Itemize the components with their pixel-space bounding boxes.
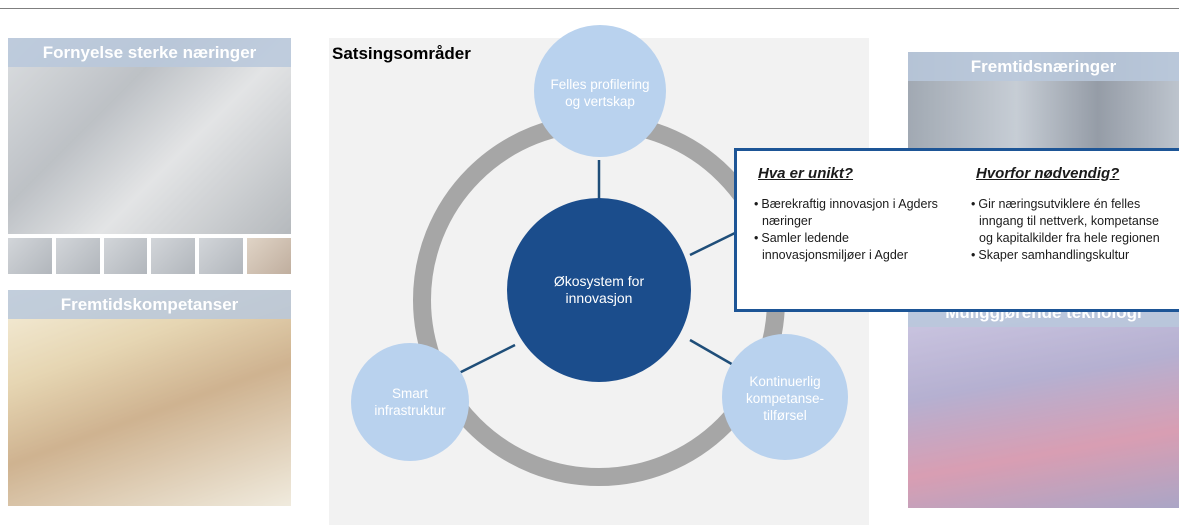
thumbnail-image	[199, 238, 244, 274]
unique-title: Hva er unikt?	[758, 165, 854, 182]
why-item: Gir næringsutviklere én felles inngang t…	[971, 196, 1176, 247]
connector-left	[454, 343, 516, 377]
image-overlay	[8, 38, 291, 234]
node-left	[351, 343, 469, 461]
image-panel-renewal: Fornyelse sterke næringer	[8, 38, 291, 234]
why-title: Hvorfor nødvendig?	[976, 165, 1120, 182]
panel-title-competence: Fremtidskompetanser	[8, 290, 291, 319]
node-top	[534, 25, 666, 157]
panel-title-future-industries: Fremtidsnæringer	[908, 52, 1179, 81]
node-right	[722, 334, 848, 460]
node-top-label: Felles profilering og vertskap	[550, 76, 650, 109]
callout-box: Hva er unikt? Bærekraftig innovasjon i A…	[734, 148, 1179, 312]
node-left-label: Smart infrastruktur	[374, 386, 446, 418]
node-center-label: Økosystem for innovasjon	[553, 273, 645, 306]
unique-item: Bærekraftig innovasjon i Agders næringer	[754, 196, 944, 230]
unique-list: Bærekraftig innovasjon i Agders næringer…	[754, 196, 944, 264]
why-list: Gir næringsutviklere én felles inngang t…	[971, 196, 1176, 264]
thumbnail-strip	[8, 238, 291, 274]
thumbnail-image	[103, 238, 148, 274]
connector-callout	[689, 230, 738, 257]
why-item: Skaper samhandlingskultur	[971, 247, 1176, 264]
image-overlay	[908, 298, 1179, 508]
thumbnail-image	[247, 238, 291, 274]
diagram-heading: Satsingsområder	[332, 44, 471, 63]
top-divider	[0, 8, 1179, 9]
unique-item: Samler ledende innovasjonsmiljøer i Agde…	[754, 230, 944, 264]
node-right-label: Kontinuerlig kompetanse-tilførsel	[745, 373, 825, 423]
image-overlay	[8, 290, 291, 506]
thumbnail-image	[8, 238, 52, 274]
thumbnail-image	[151, 238, 196, 274]
image-panel-competence: Fremtidskompetanser	[8, 290, 291, 506]
node-center	[507, 198, 691, 382]
thumbnail-image	[55, 238, 100, 274]
panel-title-renewal: Fornyelse sterke næringer	[8, 38, 291, 67]
